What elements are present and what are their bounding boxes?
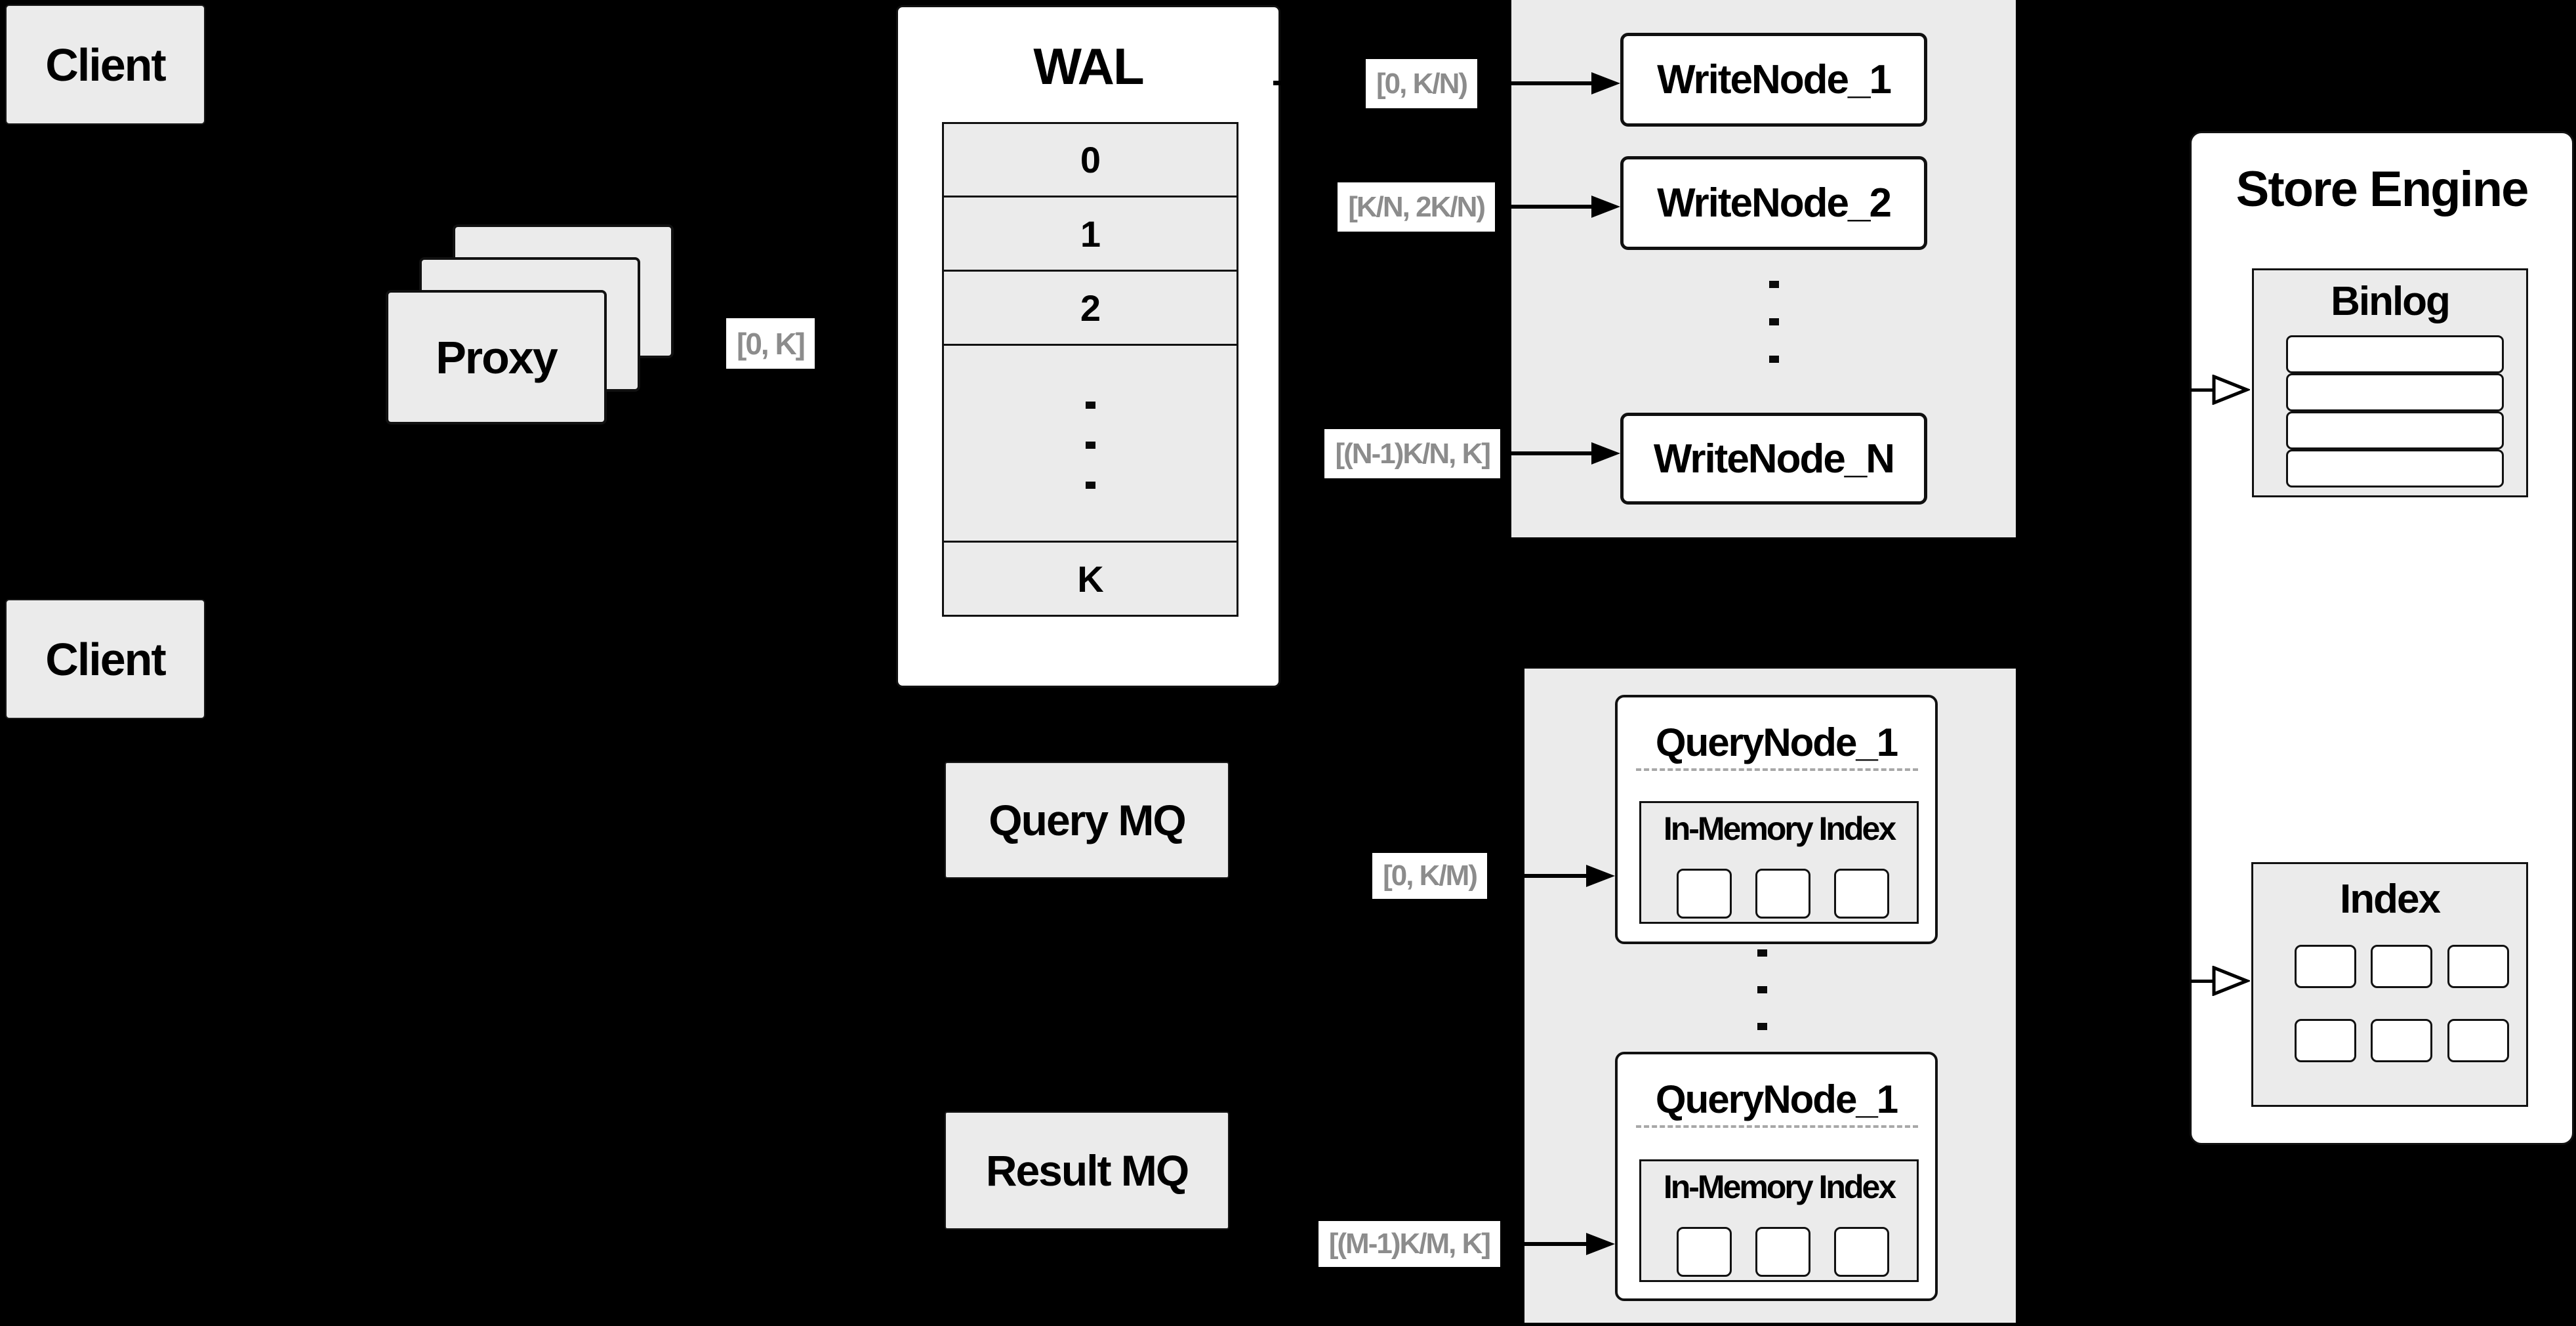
hollow-arrowhead-icon [2212, 966, 2250, 996]
arrow-write-2-head [1591, 196, 1620, 218]
query-node-2-title: QueryNode_1 [1655, 1077, 1898, 1121]
arrow-write-n-head [1591, 442, 1620, 465]
arrow-query-1-head [1586, 865, 1615, 887]
result-mq-box: Result MQ [945, 1111, 1229, 1230]
wal-row-0: 0 [944, 124, 1237, 197]
wal-title: WAL [1033, 37, 1144, 95]
write-node-1-label: WriteNode_1 [1657, 57, 1892, 102]
ellipsis-dot [1769, 318, 1779, 325]
write-range-1-label: [0, K/N) [1366, 59, 1477, 108]
query-mq-box: Query MQ [945, 762, 1229, 879]
write-node-n-box: WriteNode_N [1620, 413, 1927, 505]
result-mq-label: Result MQ [985, 1146, 1189, 1195]
wal-row-1: 1 [944, 197, 1237, 272]
ellipsis-dot [1757, 1023, 1767, 1030]
write-range-2-label: [K/N, 2K/N) [1338, 182, 1495, 232]
proxy-box: Proxy [386, 290, 607, 425]
arrow-index-line [2190, 980, 2215, 983]
index-title: Index [2340, 877, 2441, 922]
binlog-row [2286, 449, 2504, 487]
hollow-arrowhead-icon [2212, 375, 2250, 405]
arrow-query-1-line [1487, 874, 1586, 878]
ellipsis-dot [1086, 402, 1095, 409]
wal-row-ellipsis [944, 346, 1237, 543]
index-cell [2295, 945, 2356, 988]
client-bottom-box: Client [5, 599, 205, 719]
proxy-label: Proxy [436, 331, 558, 383]
write-node-2-box: WriteNode_2 [1620, 156, 1927, 250]
in-memory-index-1-box: In-Memory Index [1639, 801, 1919, 924]
store-engine-title: Store Engine [2236, 161, 2529, 217]
wal-row-k: K [944, 543, 1237, 617]
index-cell [2371, 945, 2432, 988]
index-cell [2447, 945, 2509, 988]
in-memory-index-2-label: In-Memory Index [1663, 1169, 1896, 1205]
store-engine-box: Store Engine Binlog Index [2190, 131, 2574, 1145]
ellipsis-dot [1769, 281, 1779, 288]
arrow-write-1-line [1477, 81, 1591, 85]
ellipsis-dot [1086, 442, 1095, 449]
index-segment-cell [1755, 869, 1810, 919]
arrow-query-2-line [1500, 1242, 1586, 1246]
arrow-binlog-line [2190, 388, 2215, 392]
client-bottom-label: Client [45, 633, 166, 685]
arrow-write-2-line [1495, 205, 1591, 209]
index-segment-cell [1834, 1227, 1889, 1277]
client-top-label: Client [45, 39, 166, 91]
client-top-box: Client [5, 5, 205, 125]
query-node-1-title: QueryNode_1 [1655, 720, 1898, 764]
write-node-2-label: WriteNode_2 [1657, 180, 1892, 226]
binlog-row [2286, 373, 2504, 411]
wal-edge-tick [1273, 81, 1281, 85]
query-range-1-label: [0, K/M) [1372, 853, 1487, 899]
query-node-1-divider [1636, 768, 1918, 771]
index-segment-cell [1677, 869, 1732, 919]
wal-row-2: 2 [944, 272, 1237, 346]
wal-box: WAL 0 1 2 K [896, 5, 1281, 688]
index-box: Index [2251, 862, 2528, 1107]
write-node-n-label: WriteNode_N [1653, 436, 1895, 482]
index-cell [2447, 1019, 2509, 1062]
query-mq-label: Query MQ [989, 796, 1186, 844]
binlog-title: Binlog [2331, 279, 2451, 324]
ellipsis-dot [1757, 949, 1767, 957]
binlog-row [2286, 411, 2504, 449]
arrow-write-n-line [1500, 451, 1591, 455]
query-node-2-divider [1636, 1125, 1918, 1128]
arrow-query-2-head [1586, 1233, 1615, 1255]
binlog-box: Binlog [2252, 268, 2528, 497]
ellipsis-dot [1086, 482, 1095, 489]
index-segment-cell [1677, 1227, 1732, 1277]
wal-table: 0 1 2 K [942, 122, 1238, 617]
in-memory-index-1-label: In-Memory Index [1663, 810, 1896, 847]
ellipsis-dot [1757, 986, 1767, 993]
arrow-write-1-head [1591, 72, 1620, 94]
in-memory-index-2-box: In-Memory Index [1639, 1159, 1919, 1282]
index-segment-cell [1834, 869, 1889, 919]
write-node-1-box: WriteNode_1 [1620, 33, 1927, 127]
ellipsis-dot [1769, 356, 1779, 363]
proxy-range-label: [0, K] [726, 318, 815, 369]
write-range-n-label: [(N-1)K/N, K] [1324, 429, 1500, 478]
index-cell [2295, 1019, 2356, 1062]
query-node-1-box: QueryNode_1 In-Memory Index [1615, 695, 1938, 944]
query-range-2-label: [(M-1)K/M, K] [1318, 1221, 1500, 1267]
index-cell [2371, 1019, 2432, 1062]
query-node-2-box: QueryNode_1 In-Memory Index [1615, 1052, 1938, 1301]
binlog-row [2286, 335, 2504, 373]
index-segment-cell [1755, 1227, 1810, 1277]
